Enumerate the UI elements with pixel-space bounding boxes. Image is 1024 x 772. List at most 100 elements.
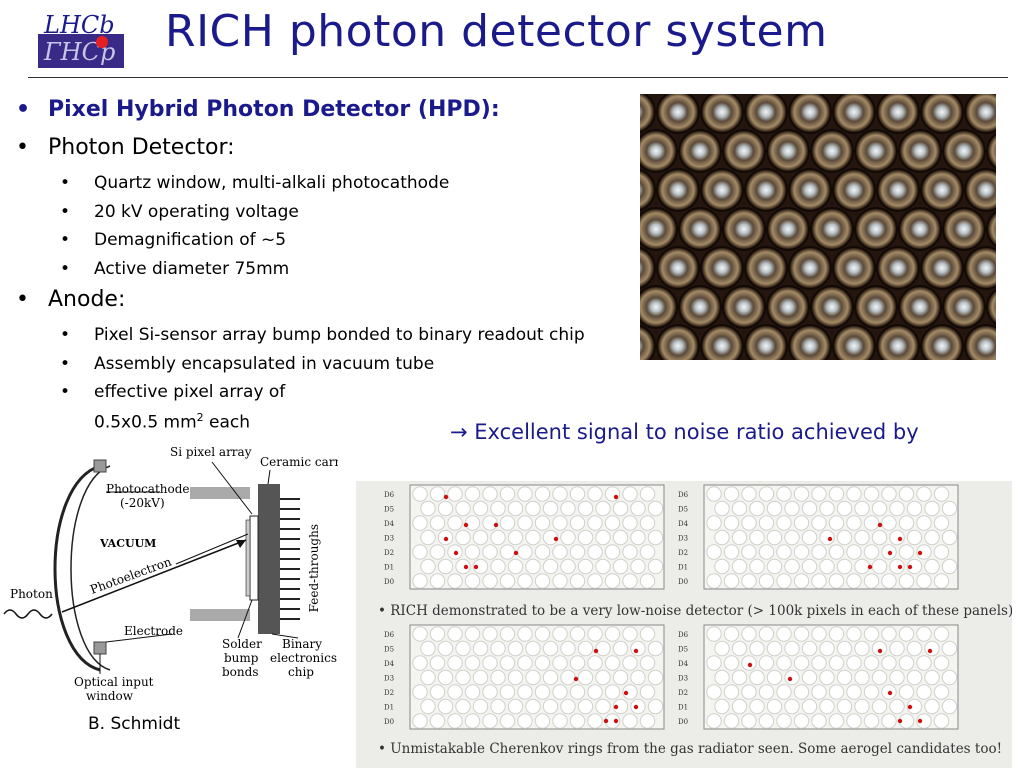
pixel-cell bbox=[464, 655, 481, 671]
pixel-cell bbox=[863, 544, 880, 560]
pixel-cell bbox=[647, 640, 664, 657]
panel-row-label: D1 bbox=[384, 564, 394, 572]
pixel-cell bbox=[542, 500, 559, 517]
pixel-cell bbox=[420, 558, 436, 575]
pixel-cell bbox=[517, 684, 533, 700]
pixel-cell bbox=[569, 655, 586, 671]
pixel-cell bbox=[429, 626, 446, 642]
pixel-cell bbox=[776, 486, 792, 502]
pixel-cell bbox=[472, 500, 489, 517]
pixel-hit bbox=[443, 536, 449, 542]
hpd-tube bbox=[876, 168, 920, 212]
pixel-cell bbox=[420, 529, 436, 546]
pixel-cell bbox=[429, 515, 446, 531]
pixel-cell bbox=[916, 544, 932, 560]
pixel-cell bbox=[731, 640, 748, 657]
pixel-cell bbox=[906, 640, 923, 657]
pixel-cell bbox=[906, 698, 923, 715]
pixel-cell bbox=[723, 544, 740, 560]
sub-bullet-continuation: 0.5x0.5 mm2 each bbox=[94, 410, 251, 433]
pixel-cell bbox=[846, 626, 862, 642]
pixel-cell bbox=[560, 669, 576, 686]
pixel-cell bbox=[863, 573, 880, 589]
pixel-cell bbox=[916, 626, 932, 642]
pixel-cell bbox=[801, 500, 818, 517]
pixel-hit bbox=[907, 704, 913, 710]
pixel-cell bbox=[482, 515, 498, 531]
pixel-cell bbox=[534, 573, 551, 589]
label-feed-throughs: Feed-throughs bbox=[307, 524, 321, 612]
pixel-cell bbox=[447, 486, 463, 502]
pixel-hit bbox=[877, 522, 883, 528]
pixel-cell bbox=[784, 640, 800, 657]
pixel-cell bbox=[793, 515, 810, 531]
hpd-tube bbox=[876, 324, 920, 368]
pixel-cell bbox=[766, 529, 783, 546]
pixel-cell bbox=[577, 558, 594, 575]
pixel-cell bbox=[455, 558, 471, 575]
panel-row-label: D5 bbox=[384, 506, 394, 514]
pixel-hit bbox=[623, 690, 629, 696]
label-solder: Solder bbox=[222, 637, 262, 651]
pixel-hit bbox=[473, 564, 479, 570]
pixel-cell bbox=[889, 698, 905, 715]
pixel-cell bbox=[898, 486, 915, 502]
pixel-cell bbox=[647, 558, 664, 575]
pixel-cell bbox=[828, 573, 845, 589]
label-vacuum: VACUUM bbox=[99, 537, 156, 550]
pixel-cell bbox=[412, 544, 428, 560]
pixel-hit bbox=[897, 536, 903, 542]
pixel-cell bbox=[437, 698, 454, 715]
pixel-cell bbox=[542, 669, 559, 686]
pixel-cell bbox=[647, 529, 664, 546]
pixel-cell bbox=[622, 713, 638, 729]
pixel-cell bbox=[836, 500, 853, 517]
pixel-hit bbox=[513, 550, 519, 556]
pixel-cell bbox=[924, 500, 940, 517]
pixel-cell bbox=[846, 684, 862, 700]
pixel-cell bbox=[447, 655, 463, 671]
pixel-cell bbox=[517, 626, 533, 642]
pixel-cell bbox=[569, 626, 586, 642]
hpd-tube bbox=[766, 129, 810, 173]
pixel-cell bbox=[569, 515, 586, 531]
pixel-cell bbox=[482, 626, 498, 642]
pixel-cell bbox=[472, 558, 489, 575]
hpd-tube bbox=[744, 90, 788, 134]
pixel-hit bbox=[877, 648, 883, 654]
pixel-cell bbox=[906, 558, 923, 575]
pixel-cell bbox=[472, 529, 489, 546]
pixel-cell bbox=[552, 486, 568, 502]
pixel-cell bbox=[811, 655, 827, 671]
pixel-cell bbox=[542, 640, 559, 657]
pixel-cell bbox=[517, 544, 533, 560]
pixel-cell bbox=[881, 573, 897, 589]
label-photocathode-voltage: (-20kV) bbox=[120, 496, 165, 510]
pixel-cell bbox=[706, 486, 722, 502]
svg-text:LHCb: LHCb bbox=[43, 11, 115, 39]
slide-title: RICH photon detector system bbox=[165, 6, 828, 57]
hpd-tube bbox=[722, 129, 766, 173]
pixel-cell bbox=[811, 515, 827, 531]
pixel-hit bbox=[917, 718, 923, 724]
pixel-cell bbox=[784, 529, 800, 546]
hpd-tube bbox=[832, 324, 876, 368]
panel-row-label: D5 bbox=[384, 646, 394, 654]
pixel-cell bbox=[889, 500, 905, 517]
pixel-cell bbox=[793, 684, 810, 700]
pixel-hit bbox=[573, 676, 579, 682]
pixel-cell bbox=[577, 529, 594, 546]
pixel-cell bbox=[525, 558, 541, 575]
hpd-schematic: Si pixel array Ceramic carrie Photocatho… bbox=[0, 444, 351, 706]
hpd-tube bbox=[744, 168, 788, 212]
pixel-cell bbox=[482, 713, 498, 729]
pixel-cell bbox=[776, 573, 792, 589]
pixel-hit bbox=[613, 718, 619, 724]
pixel-hit bbox=[787, 676, 793, 682]
pixel-cell bbox=[429, 573, 446, 589]
hpd-tube bbox=[854, 207, 898, 251]
pixel-cell bbox=[924, 669, 940, 686]
pixel-cell bbox=[507, 500, 524, 517]
pixel-cell bbox=[933, 515, 950, 531]
pixel-hit bbox=[603, 718, 609, 724]
